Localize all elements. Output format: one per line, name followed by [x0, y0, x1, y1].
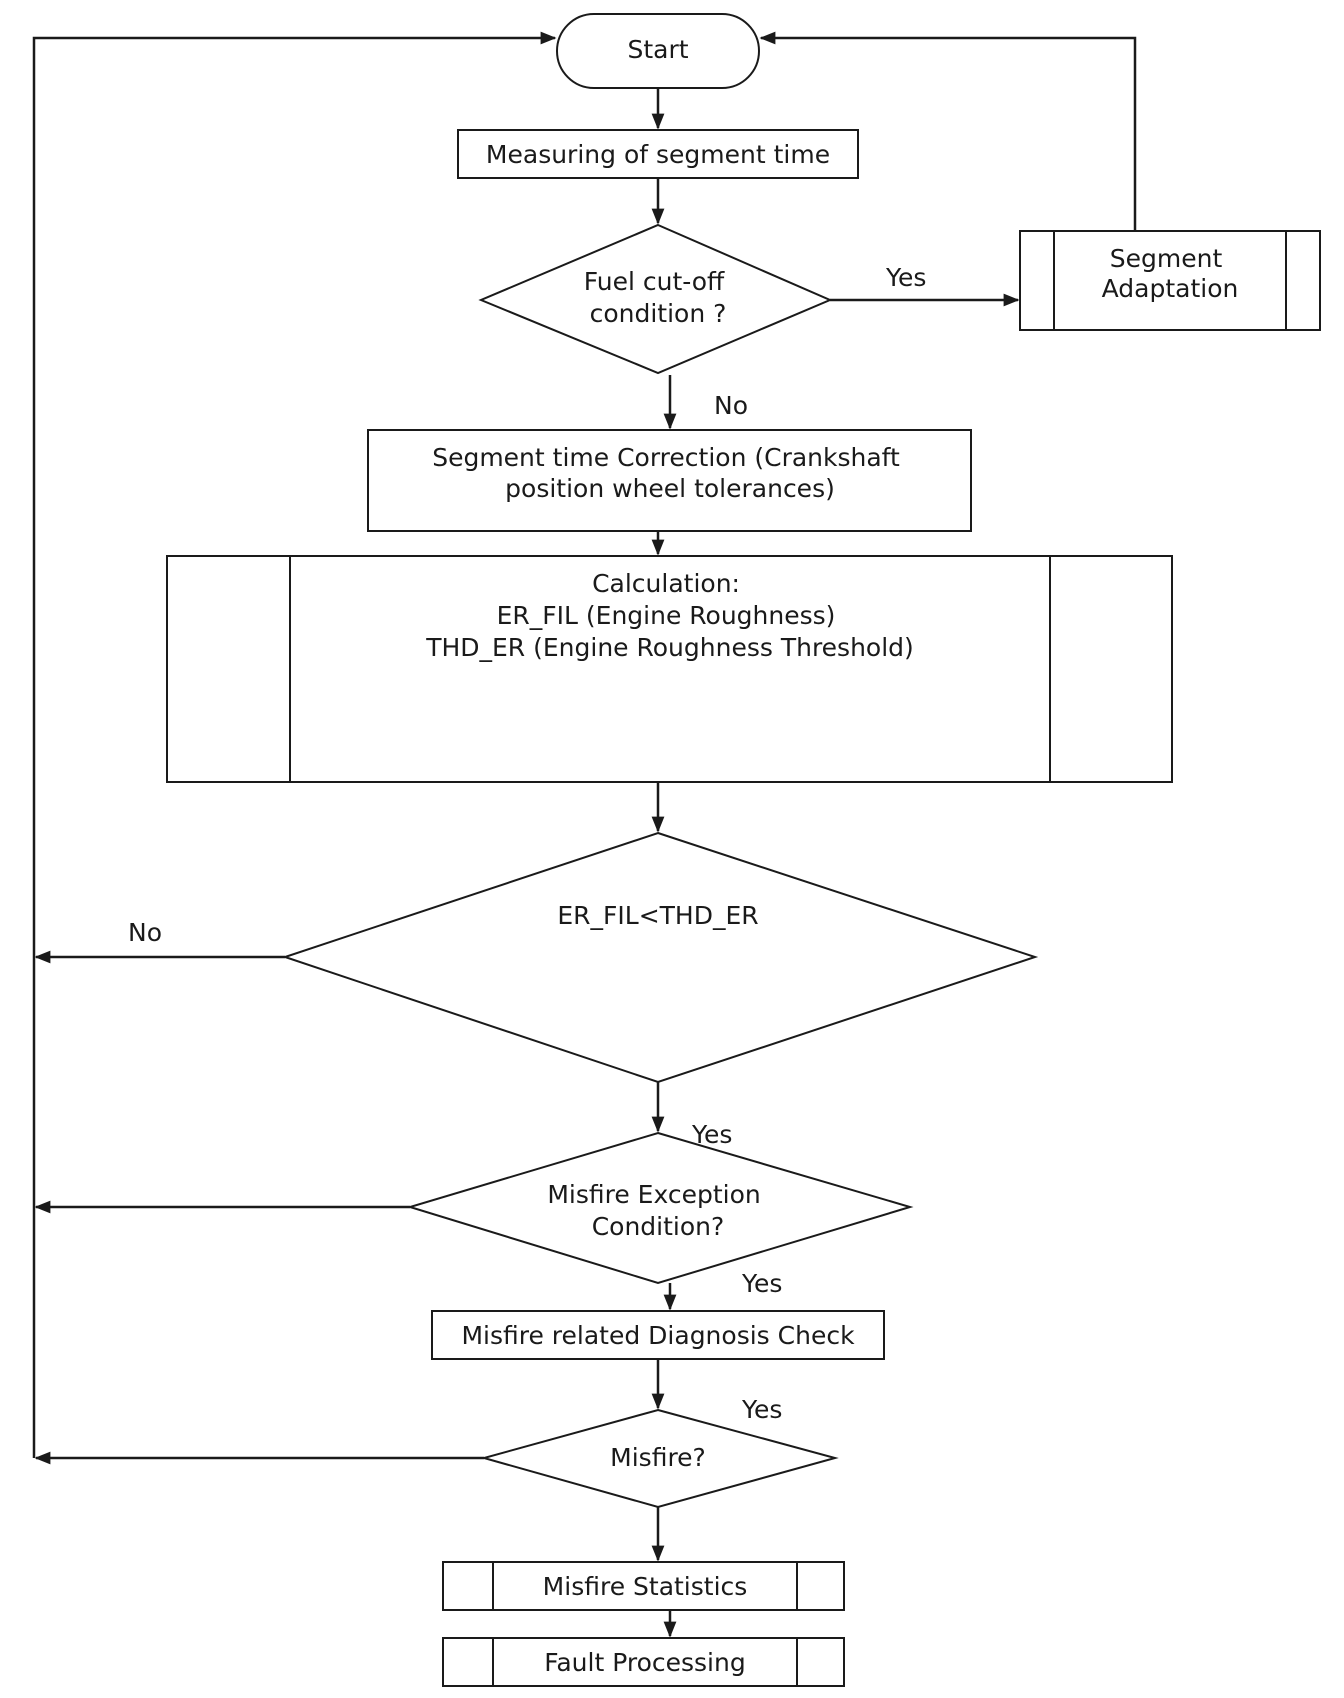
- return-line-to-start: [32, 31, 557, 1458]
- misfire-statistics-box: [442, 1561, 845, 1611]
- calculation-box: [166, 555, 1173, 783]
- segment-correction-line-2: position wheel tolerances): [505, 474, 835, 503]
- edge-label-exception-yes: Yes: [741, 1269, 782, 1298]
- calculation-line-1: Calculation:: [592, 569, 740, 598]
- misfire-decision-label: Misfire?: [610, 1443, 706, 1472]
- arrow-adaptation-to-start: [759, 31, 1137, 231]
- edge-label-er-no: No: [128, 918, 162, 947]
- edge-label-fuel-no: No: [714, 391, 748, 420]
- segment-correction-box: [367, 429, 972, 532]
- segment-adaptation-box: [1019, 230, 1321, 331]
- fuel-cutoff-line-2: condition ?: [590, 299, 727, 328]
- edge-label-er-yes: Yes: [691, 1120, 732, 1149]
- misfire-statistics-label: Misfire Statistics: [543, 1572, 748, 1601]
- er-compare-decision: [281, 831, 1039, 1084]
- fault-processing-box: [442, 1637, 845, 1687]
- misfire-exception-decision: [406, 1131, 914, 1285]
- start-label: Start: [627, 35, 688, 64]
- segment-adaptation-line-1: Segment: [1110, 244, 1223, 273]
- segment-adaptation-label: Segment Adaptation: [1102, 244, 1239, 303]
- segment-adaptation-line-2: Adaptation: [1102, 274, 1239, 303]
- fuel-cutoff-label: Fuel cut-off condition ?: [584, 267, 732, 328]
- calculation-line-2: ER_FIL (Engine Roughness): [497, 601, 836, 630]
- er-compare-label: ER_FIL<THD_ER: [557, 901, 758, 930]
- misfire-exception-label: Misfire Exception Condition?: [547, 1180, 768, 1241]
- diagnosis-check-label: Misfire related Diagnosis Check: [461, 1321, 855, 1350]
- misfire-exception-line-1: Misfire Exception: [547, 1180, 760, 1209]
- misfire-exception-line-2: Condition?: [592, 1212, 725, 1241]
- fuel-cutoff-decision: [478, 223, 833, 375]
- calculation-line-3: THD_ER (Engine Roughness Threshold): [425, 633, 914, 662]
- segment-correction-line-1: Segment time Correction (Crankshaft: [432, 443, 900, 472]
- calculation-label: Calculation: ER_FIL (Engine Roughness) T…: [425, 569, 914, 662]
- measure-segment-time-label: Measuring of segment time: [486, 140, 830, 169]
- edge-label-fuel-yes: Yes: [885, 263, 926, 292]
- fuel-cutoff-line-1: Fuel cut-off: [584, 267, 725, 296]
- segment-correction-label: Segment time Correction (Crankshaft posi…: [432, 443, 908, 503]
- fault-processing-label: Fault Processing: [544, 1648, 745, 1677]
- measure-segment-time-box: [457, 129, 859, 179]
- diagnosis-check-box: [431, 1310, 885, 1360]
- edge-label-misfire-yes: Yes: [741, 1395, 782, 1424]
